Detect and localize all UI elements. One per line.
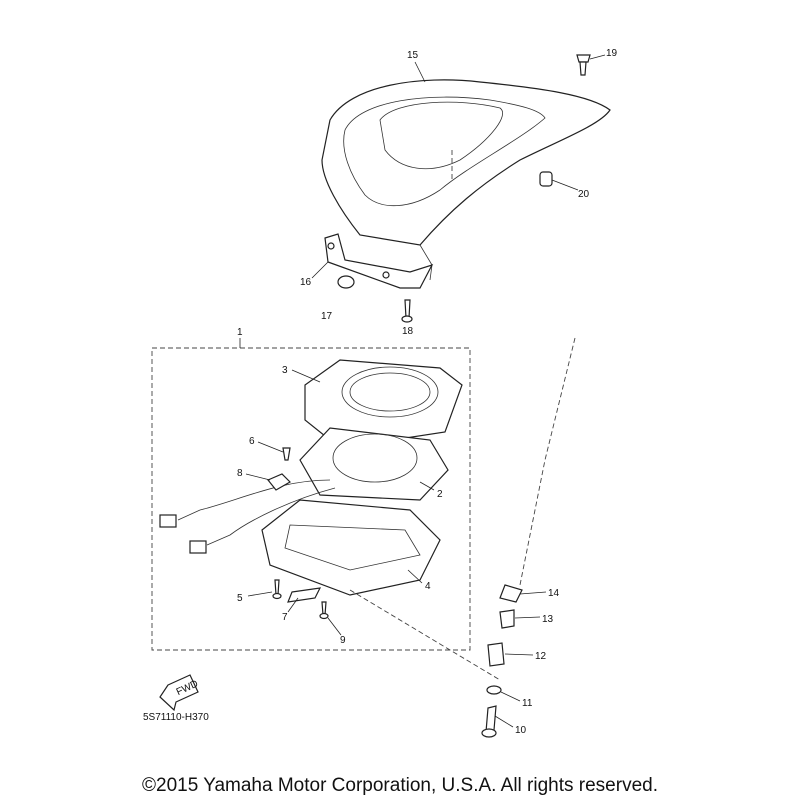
screw-18: [404, 299, 411, 319]
callout-10: 10: [515, 725, 527, 736]
callout-16: 16: [300, 277, 312, 288]
callout-labels: 15 19 20 16 17 18 1 3 6 8 2 4 5 7 9 14 1…: [237, 48, 618, 736]
meter-case-upper: [304, 359, 463, 449]
callout-11: 11: [522, 698, 533, 709]
callout-3: 3: [282, 365, 288, 376]
grommet: [337, 275, 355, 289]
callout-15: 15: [407, 50, 419, 61]
meter-case-lower: [261, 499, 441, 596]
callout-18: 18: [402, 326, 414, 337]
callout-13: 13: [542, 614, 554, 625]
callout-8: 8: [237, 468, 243, 479]
connector: [159, 514, 177, 528]
callout-14: 14: [548, 588, 560, 599]
callout-20: 20: [578, 189, 590, 200]
assembly-boundary: [151, 347, 471, 651]
meter-unit: [299, 427, 449, 501]
callout-19: 19: [606, 48, 618, 59]
fwd-arrow-icon: FWD: [159, 674, 200, 712]
bracket: [324, 233, 434, 289]
callout-6: 6: [249, 436, 255, 447]
diagram-part-code: 5S71110-H370: [143, 712, 209, 723]
leader-lines: [239, 54, 606, 728]
copyright-notice: ©2015 Yamaha Motor Corporation, U.S.A. A…: [142, 775, 658, 796]
callout-5: 5: [237, 593, 243, 604]
connector: [189, 540, 207, 554]
callout-7: 7: [282, 612, 288, 623]
callout-12: 12: [535, 651, 547, 662]
callout-1: 1: [237, 327, 243, 338]
callout-2: 2: [437, 489, 443, 500]
callout-9: 9: [340, 635, 346, 646]
callout-4: 4: [425, 581, 431, 592]
meter-cover: [321, 79, 611, 281]
callout-17: 17: [321, 311, 333, 322]
